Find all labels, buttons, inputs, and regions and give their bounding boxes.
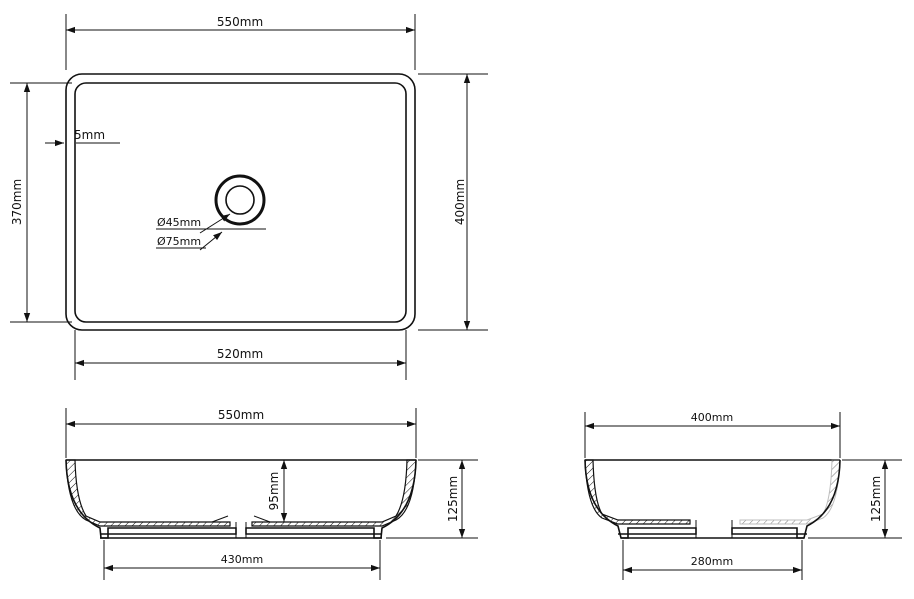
drain-inner-circle <box>225 185 255 215</box>
front-overall-height-label: 125mm <box>446 476 460 522</box>
front-section-view: 550mm 95mm 125mm 430mm <box>65 408 478 580</box>
side-right-wall-section <box>739 459 841 525</box>
drain-inner-diameter-label: Ø45mm <box>157 216 201 229</box>
side-left-wall-section <box>584 459 691 525</box>
front-overall-width-label: 550mm <box>218 408 264 422</box>
top-overall-depth-label: 400mm <box>453 179 467 225</box>
basin-inner-outline <box>74 82 407 323</box>
top-view: Ø45mm Ø75mm 5mm 550mm 520mm 370mm 400mm <box>10 14 488 380</box>
front-left-wall-section <box>65 459 231 527</box>
front-base-width-label: 430mm <box>221 553 263 566</box>
top-overall-width-label: 550mm <box>217 15 263 29</box>
rim-thickness-label: 5mm <box>74 128 105 142</box>
drain-outer-diameter-label: Ø75mm <box>157 235 201 248</box>
basin-outer-outline <box>65 73 416 331</box>
drain-outer-circle <box>214 174 266 226</box>
side-overall-height-label: 125mm <box>869 476 883 522</box>
side-base-width-label: 280mm <box>691 555 733 568</box>
top-inner-width-label: 520mm <box>217 347 263 361</box>
top-inner-depth-label: 370mm <box>10 179 24 225</box>
side-section-view: 400mm 125mm 280mm <box>584 411 902 580</box>
front-inner-depth-label: 95mm <box>267 472 281 511</box>
side-overall-width-label: 400mm <box>691 411 733 424</box>
